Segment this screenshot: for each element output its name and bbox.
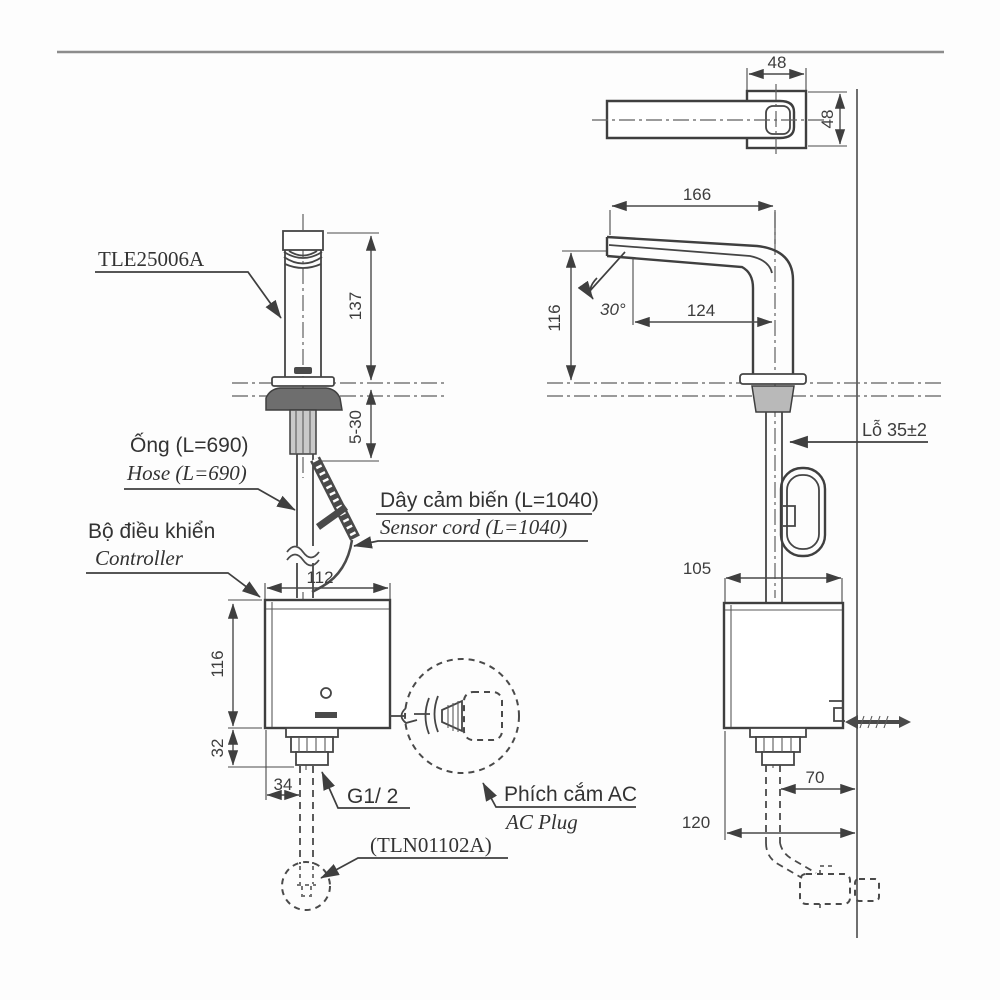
controller-led <box>320 687 332 699</box>
spout-outlet <box>294 367 312 374</box>
dim-outlet-offset: 34 <box>274 775 293 794</box>
hole-dimension-label: Lỗ 35±2 <box>862 419 927 440</box>
dim-controller-width: 112 <box>306 568 333 587</box>
base-flange <box>271 376 335 387</box>
ac-plug-circle <box>404 658 520 774</box>
dim-pipe-to-wall: 70 <box>806 768 825 787</box>
dim-top-width: 48 <box>768 53 787 72</box>
hose-label-en: Hose (L=690) <box>126 461 247 485</box>
ac-plug-label-vi: Phích cắm AC <box>504 783 637 806</box>
faucet-side <box>605 235 807 603</box>
dim-reach: 166 <box>683 185 711 204</box>
top-view-crosshair <box>592 84 828 158</box>
related-code-label: (TLN01102A) <box>370 833 492 857</box>
dim-shank-length: 32 <box>208 739 227 758</box>
mounting-hook <box>829 700 845 722</box>
dim-angle: 30° <box>600 300 626 319</box>
front-deck-line <box>232 382 448 397</box>
product-code-label: TLE25006A <box>98 247 205 271</box>
supply-pipe-side <box>765 765 880 912</box>
sensor-cord-side <box>779 466 827 558</box>
dim-controller-to-wall: 120 <box>682 813 710 832</box>
dim-controller-depth: 105 <box>683 559 711 578</box>
labels: TLE25006A Ống (L=690) Hose (L=690) Dây c… <box>86 247 637 879</box>
hose-front <box>286 454 323 598</box>
sensor-cord-label-vi: Dây cảm biến (L=1040) <box>380 489 599 512</box>
ac-plug-body <box>463 691 503 741</box>
spout-top-view <box>592 84 828 158</box>
thread-label: G1/ 2 <box>347 785 398 808</box>
controller-label-en: Controller <box>95 546 184 570</box>
ac-plug-label-en: AC Plug <box>504 810 578 834</box>
ac-plug-detail <box>390 658 520 774</box>
stop-valve <box>799 873 851 905</box>
dim-spout-height: 137 <box>346 292 365 320</box>
controller-side <box>722 601 845 766</box>
controller-front <box>263 598 392 766</box>
faucet-front <box>265 230 343 455</box>
wall-screw <box>845 715 911 729</box>
connector-detail-circle <box>281 861 331 911</box>
sensor-cord-label-en: Sensor cord (L=1040) <box>380 515 567 539</box>
hose-label-vi: Ống (L=690) <box>130 433 249 457</box>
controller-label-vi: Bộ điều khiển <box>88 520 215 543</box>
dim-top-depth: 48 <box>818 110 837 129</box>
dimensions: 137 5-30 112 116 32 34 48 48 166 <box>208 53 928 840</box>
dim-height-above-deck: 116 <box>545 304 564 331</box>
dim-controller-height: 116 <box>208 650 227 677</box>
mounting-flange <box>265 387 343 411</box>
controller-slot <box>315 712 337 718</box>
dim-outlet-reach: 124 <box>687 301 715 320</box>
supply-pipe-front <box>281 766 331 911</box>
dim-deck-thickness: 5-30 <box>346 410 365 444</box>
side-deck-line <box>547 382 943 397</box>
